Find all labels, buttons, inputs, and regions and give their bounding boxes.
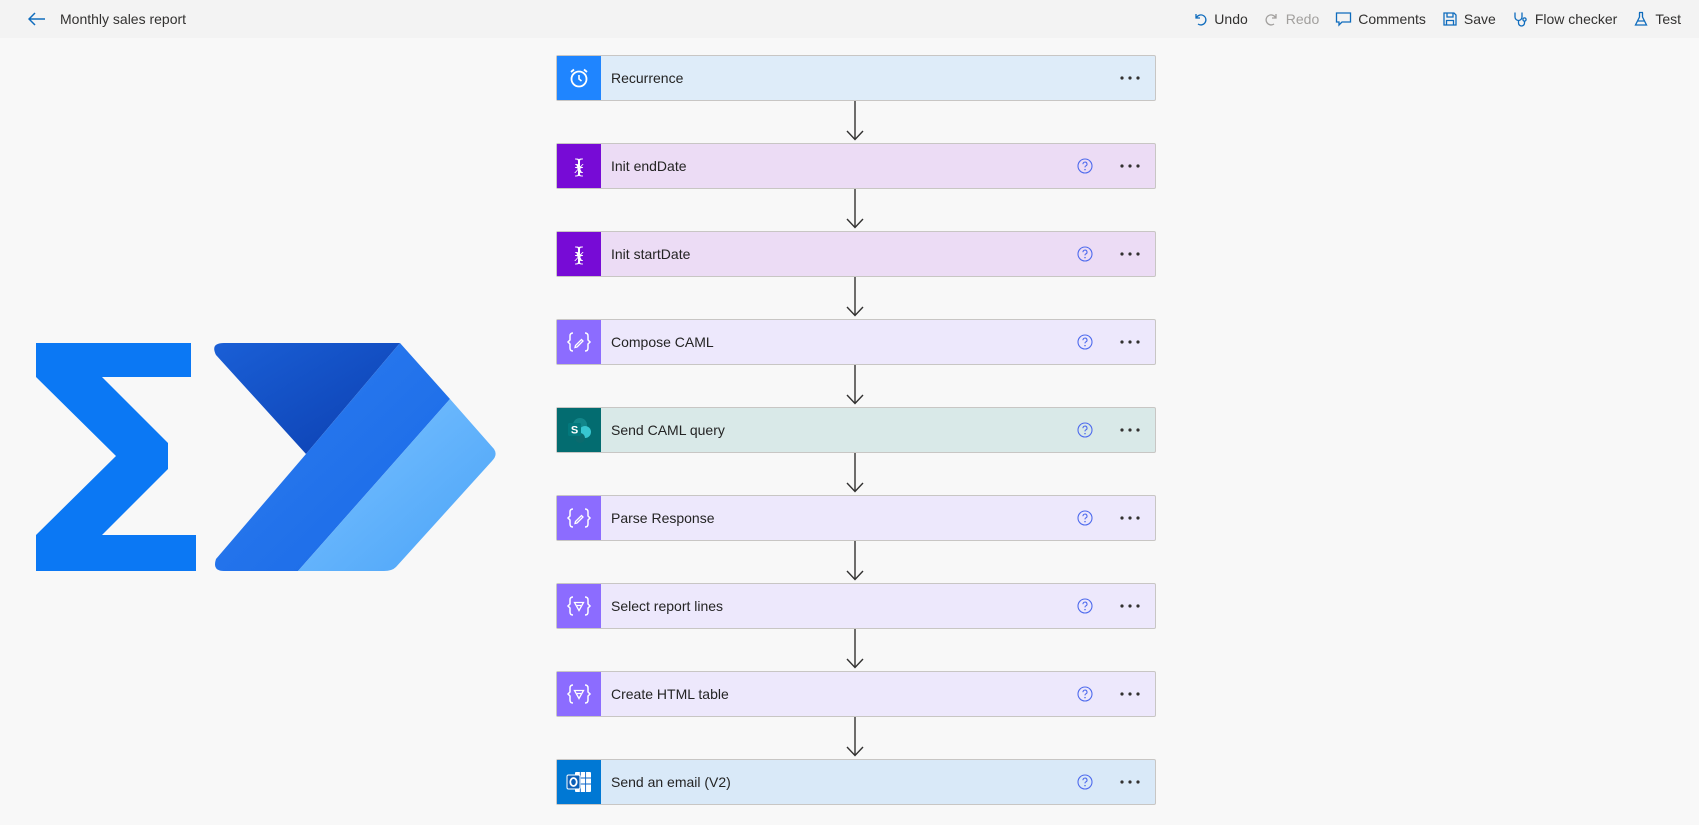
svg-text:x: x [574, 246, 584, 266]
comments-button[interactable]: Comments [1327, 0, 1434, 38]
action-title: Create HTML table [611, 686, 729, 702]
command-group: Undo Redo Comments Save Flow checker Test [1184, 0, 1699, 38]
svg-text:}: } [573, 242, 586, 266]
test-label: Test [1655, 11, 1681, 27]
flow-title: Monthly sales report [60, 11, 187, 27]
step-connector-arrow [556, 541, 1154, 583]
action-card[interactable]: Send an email (V2) [556, 759, 1156, 805]
arrow-left-icon [28, 12, 45, 26]
variable-icon: { x } [557, 144, 601, 188]
more-options-icon[interactable] [1115, 154, 1145, 178]
step-connector-arrow [556, 189, 1154, 231]
more-options-icon[interactable] [1115, 770, 1145, 794]
action-card[interactable]: S Send CAML query [556, 407, 1156, 453]
help-icon[interactable] [1073, 506, 1097, 530]
stethoscope-icon [1512, 11, 1535, 28]
step-connector-arrow [556, 101, 1154, 143]
action-title: Select report lines [611, 598, 724, 614]
action-title: Send CAML query [611, 422, 725, 438]
help-icon[interactable] [1073, 770, 1097, 794]
svg-text:x: x [574, 158, 584, 178]
test-button[interactable]: Test [1625, 0, 1689, 38]
undo-button[interactable]: Undo [1184, 0, 1255, 38]
flow-steps: Recurrence { x } Init endDate { x } Init sta… [556, 55, 1156, 805]
comment-icon [1335, 11, 1358, 27]
step-connector-arrow [556, 717, 1154, 759]
redo-icon [1264, 11, 1286, 27]
help-icon[interactable] [1073, 330, 1097, 354]
outlook-icon [557, 760, 601, 804]
flow-checker-label: Flow checker [1534, 11, 1618, 27]
more-options-icon[interactable] [1115, 66, 1145, 90]
action-title: Parse Response [611, 510, 715, 526]
help-icon[interactable] [1073, 418, 1097, 442]
flow-checker-button[interactable]: Flow checker [1504, 0, 1625, 38]
more-options-icon[interactable] [1115, 418, 1145, 442]
step-connector-arrow [556, 629, 1154, 671]
svg-text:{: { [573, 242, 586, 266]
more-options-icon[interactable] [1115, 506, 1145, 530]
step-connector-arrow [556, 277, 1154, 319]
more-options-icon[interactable] [1115, 242, 1145, 266]
command-bar: Monthly sales report Undo Redo Comments Sav… [0, 0, 1699, 38]
action-title: Recurrence [611, 70, 684, 86]
action-card[interactable]: Recurrence [556, 55, 1156, 101]
save-button[interactable]: Save [1434, 0, 1504, 38]
redo-button[interactable]: Redo [1256, 0, 1327, 38]
svg-text:{: { [573, 154, 586, 178]
more-options-icon[interactable] [1115, 594, 1145, 618]
action-title: Send an email (V2) [611, 774, 731, 790]
help-icon[interactable] [1073, 594, 1097, 618]
help-icon[interactable] [1073, 242, 1097, 266]
undo-icon [1192, 11, 1214, 27]
help-icon[interactable] [1073, 154, 1097, 178]
title-area: Monthly sales report [0, 0, 186, 38]
svg-text:S: S [571, 425, 578, 437]
alarm-clock-icon [557, 56, 601, 100]
action-card[interactable]: Select report lines [556, 583, 1156, 629]
action-card[interactable]: Compose CAML [556, 319, 1156, 365]
action-title: Init endDate [611, 158, 687, 174]
action-title: Compose CAML [611, 334, 714, 350]
svg-text:}: } [573, 154, 586, 178]
back-button[interactable] [19, 0, 55, 38]
designer-canvas [0, 38, 1699, 825]
action-card[interactable]: { x } Init endDate [556, 143, 1156, 189]
save-label: Save [1463, 11, 1496, 27]
compose-icon [557, 496, 601, 540]
action-card[interactable]: Parse Response [556, 495, 1156, 541]
more-options-icon[interactable] [1115, 330, 1145, 354]
help-icon[interactable] [1073, 682, 1097, 706]
redo-label: Redo [1285, 11, 1320, 27]
action-card[interactable]: Create HTML table [556, 671, 1156, 717]
select-icon [557, 672, 601, 716]
action-card[interactable]: { x } Init startDate [556, 231, 1156, 277]
compose-icon [557, 320, 601, 364]
power-automate-sigma-logo [36, 343, 496, 571]
flask-icon [1633, 11, 1655, 27]
undo-label: Undo [1214, 11, 1248, 27]
comments-label: Comments [1358, 11, 1426, 27]
step-connector-arrow [556, 365, 1154, 407]
select-icon [557, 584, 601, 628]
variable-icon: { x } [557, 232, 601, 276]
step-connector-arrow [556, 453, 1154, 495]
save-icon [1442, 11, 1464, 27]
sharepoint-icon: S [557, 408, 601, 452]
more-options-icon[interactable] [1115, 682, 1145, 706]
action-title: Init startDate [611, 246, 691, 262]
